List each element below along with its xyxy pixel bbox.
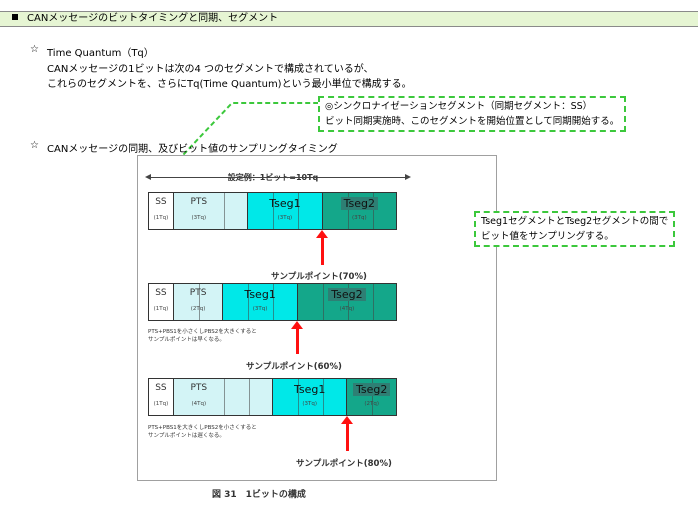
segment-row-80: SS (1Tq) PTS (4Tq) Tseg1 (3Tq) Tseg2 (2T… [148,378,397,416]
pts-tq: (3Tq) [191,215,207,221]
tseg2-tq: (2Tq) [364,401,380,407]
tseg1-label: Tseg1 [244,288,276,301]
pts-segment: PTS (4Tq) [173,379,273,415]
note-60-line1: PTS+PBS1を小さくしPBS2を大きくすると [148,329,257,335]
ss-segment: SS (1Tq) [149,193,174,229]
sample-callout-line1: Tseg1セグメントとTseg2セグメントの間で [481,216,669,227]
tseg2-segment: Tseg2 (2Tq) [347,379,396,415]
ss-tq: (1Tq) [153,215,169,221]
ss-label: SS [155,383,167,393]
pts-label: PTS [189,288,207,298]
note-60-line2: サンプルポイントは早くなる。 [148,337,225,343]
sample-callout-line2: ビット値をサンプリングする。 [481,231,614,242]
tseg2-label: Tseg2 [353,383,391,396]
pts-segment: PTS (3Tq) [173,193,249,229]
tseg1-segment: Tseg1 (3Tq) [223,284,298,320]
segment-row-60: SS (1Tq) PTS (2Tq) Tseg1 (3Tq) Tseg2 (4T… [148,283,397,321]
section2-title: CANメッセージの同期、及びビット値のサンプリングタイミング [47,144,338,155]
sync-segment-callout: ◎シンクロナイゼーションセグメント（同期セグメント：SS） ビット同期実施時、こ… [318,96,627,132]
tseg1-label: Tseg1 [269,197,301,210]
pts-label: PTS [190,197,208,207]
figure-caption: 図 31 1ビットの構成 [212,490,306,500]
ss-tq: (1Tq) [153,401,169,407]
sample-callout: Tseg1セグメントとTseg2セグメントの間で ビット値をサンプリングする。 [474,211,676,247]
section-header: CANメッセージのビットタイミングと同期、セグメント [0,11,698,27]
ss-segment: SS (1Tq) [149,284,174,320]
tseg1-tq: (3Tq) [277,215,293,221]
tseg1-label: Tseg1 [294,383,326,396]
sync-callout-connector [166,102,318,173]
tseg2-label: Tseg2 [340,197,378,210]
sync-callout-line2: ビット同期実施時、このセグメントを開始位置として同期開始する。 [325,116,620,127]
sample-point-70-label: サンプルポイント(70%) [271,272,367,282]
sync-callout-line1: ◎シンクロナイゼーションセグメント（同期セグメント：SS） [325,101,593,112]
tseg2-segment: Tseg2 (4Tq) [297,284,396,320]
ss-label: SS [155,288,167,298]
section1-line2: これらのセグメントを、さらにTq(Time Quantum)という最小単位で構成… [47,79,412,90]
pts-tq: (4Tq) [191,401,207,407]
star-bullet-icon: ☆ [30,140,39,151]
star-bullet-icon: ☆ [30,44,39,55]
segment-row-70: SS (1Tq) PTS (3Tq) Tseg1 (3Tq) Tseg2 (3T… [148,192,397,230]
tseg1-tq: (3Tq) [252,306,268,312]
tseg2-segment: Tseg2 (3Tq) [322,193,396,229]
bit-width-arrow [145,174,411,180]
bit-timing-figure: 設定例：1ビット=10Tq SS (1Tq) PTS (3Tq) Tseg1 (… [137,155,497,481]
sample-point-80-label: サンプルポイント(80%) [296,459,392,469]
sample-point-arrow [316,230,328,265]
ss-label: SS [155,197,167,207]
note-80-line2: サンプルポイントは遅くなる。 [148,433,225,439]
tseg2-label: Tseg2 [328,288,366,301]
section1-title: Time Quantum（Tq） [47,48,154,59]
tseg1-tq: (3Tq) [302,401,318,407]
pts-tq: (2Tq) [190,306,206,312]
section1-line1: CANメッセージの1ビットは次の4 つのセグメントで構成されているが、 [47,64,374,75]
sample-point-arrow [341,416,353,451]
tseg1-segment: Tseg1 (3Tq) [273,379,348,415]
header-title: CANメッセージのビットタイミングと同期、セグメント [27,13,279,24]
square-bullet-icon [12,14,18,20]
sample-point-60-label: サンプルポイント(60%) [246,362,342,372]
pts-label: PTS [190,383,208,393]
tseg2-tq: (3Tq) [351,215,367,221]
tseg2-tq: (4Tq) [339,306,355,312]
ss-segment: SS (1Tq) [149,379,174,415]
note-80-line1: PTS+PBS1を大きくしPBS2を小さくすると [148,425,257,431]
tseg1-segment: Tseg1 (3Tq) [248,193,323,229]
sample-point-arrow [291,321,303,354]
pts-segment: PTS (2Tq) [173,284,224,320]
ss-tq: (1Tq) [153,306,169,312]
